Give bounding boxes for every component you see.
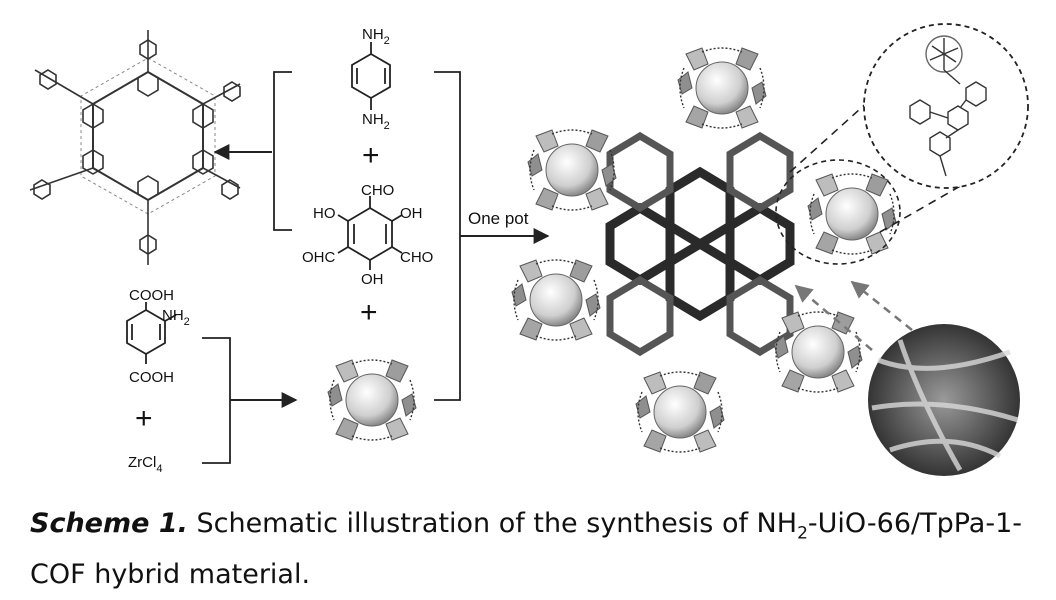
oh-label-bottom: OH	[361, 271, 384, 288]
triformylphloroglucinol-structure	[337, 196, 403, 270]
plus-sign-1: +	[362, 139, 380, 172]
figure-caption: Scheme 1. Schematic illustration of the …	[30, 503, 1030, 596]
cof-hexagon-structure	[29, 30, 241, 265]
cof-flower-core	[605, 131, 795, 357]
dashed-arrow-1	[850, 280, 913, 331]
zrcl4-label: ZrCl4	[128, 454, 162, 475]
uio66-unit-right	[807, 173, 897, 255]
plus-sign-3: +	[135, 402, 153, 435]
oh-label-right: OH	[400, 205, 423, 222]
amine-label-bottom: NH2	[362, 111, 390, 132]
bracket-right	[434, 71, 461, 401]
dashed-arrow-2	[794, 284, 873, 351]
amine-label-top: NH2	[362, 26, 390, 47]
plus-sign-2: +	[360, 296, 378, 329]
phenylenediamine-structure	[351, 42, 391, 110]
cooh-label-top: COOH	[129, 287, 174, 304]
uio66-unit-left-upper	[527, 129, 617, 211]
cooh-label-bottom: COOH	[129, 369, 174, 386]
ho-label-left: HO	[313, 205, 336, 222]
aminoterephthalic-acid-structure	[126, 302, 177, 364]
uio66-unit-top	[677, 47, 767, 129]
caption-text-before: Schematic illustration of the synthesis …	[196, 508, 798, 539]
cho-label-top: CHO	[361, 182, 394, 199]
one-pot-label: One pot	[468, 209, 529, 228]
synthesis-scheme: NH2 NH2 + CHO HO OH OHC CHO OH + COOH NH…	[29, 23, 1029, 476]
zoom-molecular-detail	[909, 35, 987, 177]
caption-label: Scheme 1.	[30, 508, 188, 539]
bracket-lower	[202, 337, 231, 464]
ohc-label-left: OHC	[302, 249, 336, 266]
nh2-label-side: NH2	[162, 307, 190, 328]
zoom-circle-structure	[863, 23, 1029, 189]
caption-subscript: 2	[797, 523, 808, 544]
sem-fibers	[871, 339, 1019, 472]
uio66-unit-small	[327, 359, 417, 441]
uio66-unit-bottom	[635, 371, 725, 453]
highlight-ellipse	[775, 159, 901, 265]
caption-text-after: -UiO-66/TpPa-1-COF hybrid material.	[30, 508, 1023, 591]
uio66-unit-bottom-right	[773, 311, 863, 393]
bracket-left-upper	[273, 71, 292, 231]
uio66-unit-left-lower	[511, 259, 601, 341]
cho-label-right: CHO	[400, 249, 433, 266]
